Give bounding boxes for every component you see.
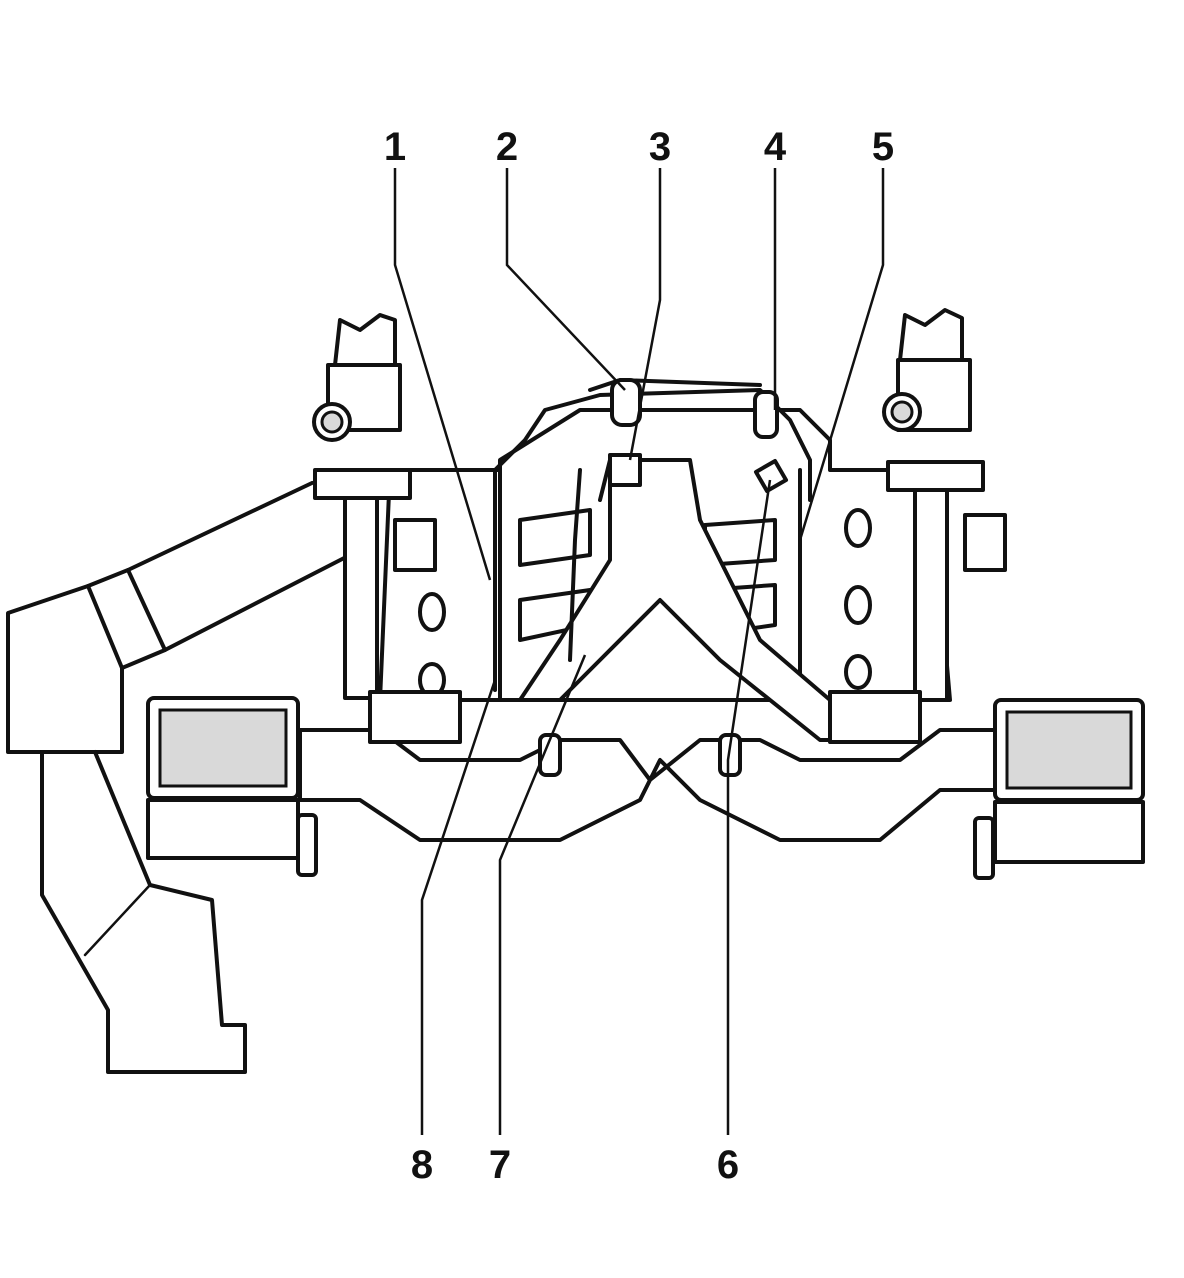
callout-numbers: 1 2 3 4 5 6 7 8 (384, 125, 894, 1187)
left-muffler (146, 696, 318, 877)
leader-2 (505, 168, 626, 391)
leader-lines (393, 168, 885, 1135)
callout-5: 5 (872, 125, 894, 169)
callout-4: 4 (764, 125, 787, 169)
vacuum-hose (493, 378, 812, 692)
leader-1 (393, 168, 492, 581)
leader-8 (420, 679, 497, 1135)
leader-3 (628, 168, 662, 461)
left-air-intake-duct (6, 481, 352, 1074)
callout-6: 6 (717, 1143, 739, 1187)
left-injector-tower (312, 313, 437, 700)
bottom-plenum (298, 690, 1002, 842)
leader-5 (798, 168, 885, 541)
right-injector-tower (882, 308, 1007, 702)
leader-7 (498, 654, 587, 1135)
callout-7: 7 (489, 1143, 511, 1187)
callout-8: 8 (411, 1143, 433, 1187)
callout-1: 1 (384, 125, 406, 169)
callout-3: 3 (649, 125, 671, 169)
right-muffler (973, 698, 1145, 880)
callout-2: 2 (496, 125, 518, 169)
leader-6 (726, 479, 772, 1135)
